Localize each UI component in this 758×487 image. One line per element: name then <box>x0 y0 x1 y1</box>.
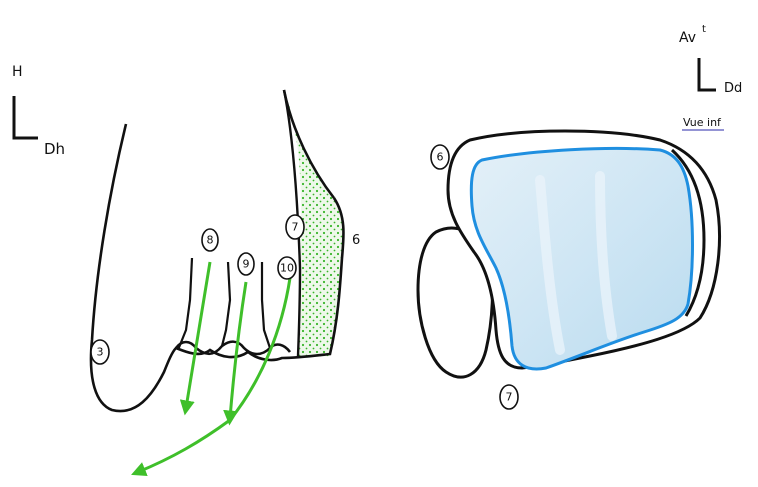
process-10-line <box>262 262 270 348</box>
left-view: H Dh 3 6 7 <box>12 64 360 472</box>
left-label-10: 10 <box>278 257 296 279</box>
left-orientation-marker: H Dh <box>12 64 65 158</box>
right-axis-top-superscript: t <box>702 24 706 35</box>
right-axis-right-label: Dd <box>724 81 742 96</box>
left-label-7: 7 <box>286 215 304 239</box>
svg-text:9: 9 <box>243 258 250 271</box>
left-label-3: 3 <box>91 340 109 364</box>
svg-text:8: 8 <box>207 234 214 247</box>
left-axis-l-shape <box>14 96 38 138</box>
process-9-line <box>222 262 230 346</box>
left-axis-right-label: Dh <box>44 140 65 158</box>
left-label-6: 6 <box>352 233 360 248</box>
right-axis-l-shape <box>699 58 716 90</box>
right-label-7: 7 <box>500 385 518 409</box>
right-orientation-marker: Av t Dd Vue inf <box>679 24 742 130</box>
process-8-line <box>178 258 192 350</box>
svg-text:7: 7 <box>506 391 513 404</box>
svg-text:3: 3 <box>97 346 104 359</box>
left-axis-top-label: H <box>12 64 23 80</box>
svg-text:7: 7 <box>292 221 299 234</box>
right-axis-top-label: Av <box>679 30 696 46</box>
arrow-from-9 <box>230 282 246 418</box>
arrow-from-8 <box>186 262 210 408</box>
arrow-from-10 <box>138 278 290 472</box>
svg-text:6: 6 <box>352 233 360 248</box>
svg-text:10: 10 <box>280 262 294 275</box>
right-label-6: 6 <box>431 145 449 169</box>
svg-text:6: 6 <box>437 151 444 164</box>
left-label-8: 8 <box>202 229 218 251</box>
view-caption: Vue inf <box>683 116 722 129</box>
left-label-9: 9 <box>238 253 254 275</box>
right-view: Av t Dd Vue inf 6 7 <box>418 24 742 409</box>
